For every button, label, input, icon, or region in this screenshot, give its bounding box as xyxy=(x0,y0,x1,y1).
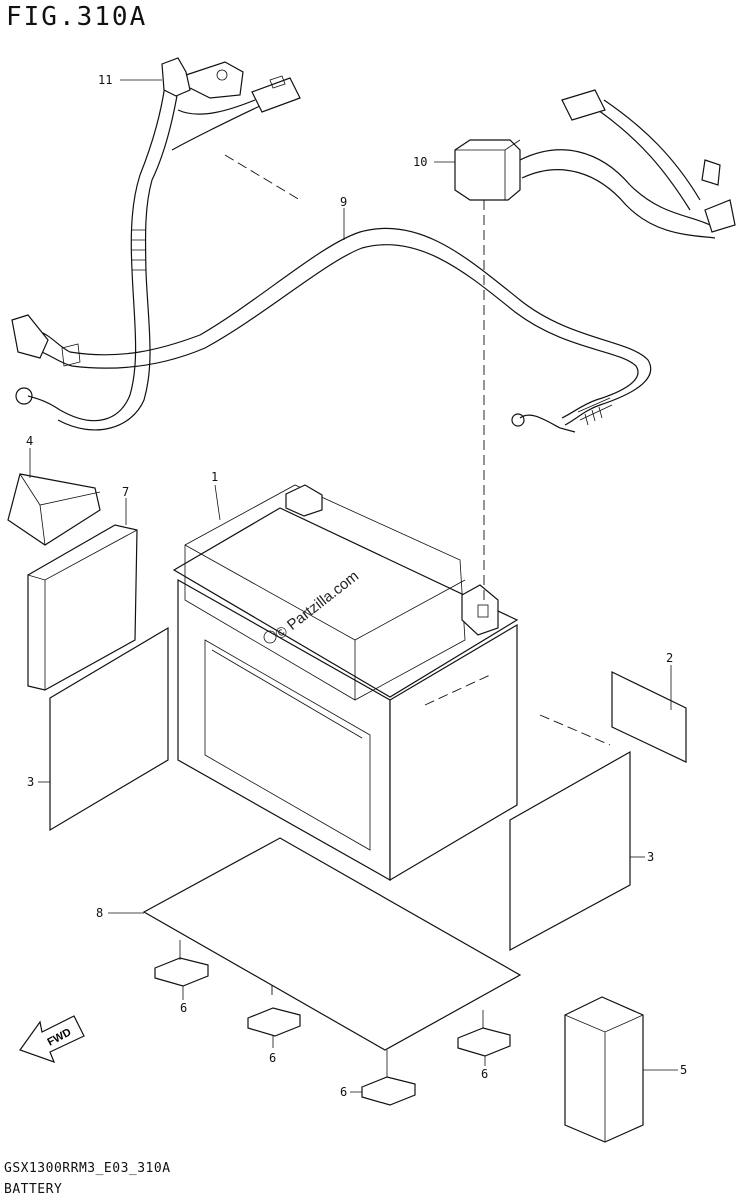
cushion-2 xyxy=(247,1007,301,1037)
starter-relay-assembly xyxy=(454,89,736,239)
callout-4: 4 xyxy=(26,434,33,448)
callout-6c: 6 xyxy=(481,1067,488,1081)
section-name: BATTERY xyxy=(4,1182,63,1197)
callout-5: 5 xyxy=(680,1063,687,1077)
fwd-arrow-icon: FWD xyxy=(19,1015,85,1064)
battery-holder-block xyxy=(564,996,644,1143)
callout-3-left: 3 xyxy=(27,775,34,789)
callout-6a: 6 xyxy=(180,1001,187,1015)
watermark-mark-icon xyxy=(263,630,277,644)
callout-1: 1 xyxy=(211,470,218,484)
model-code: GSX1300RRM3_E03_310A xyxy=(4,1161,171,1176)
callout-2: 2 xyxy=(666,651,673,665)
cushion-set xyxy=(154,957,511,1106)
ground-lead xyxy=(15,57,301,431)
callout-7: 7 xyxy=(122,485,129,499)
tray-pad xyxy=(142,837,522,1051)
figure-title: FIG.310A xyxy=(6,2,148,32)
callout-3-right: 3 xyxy=(647,850,654,864)
leader-label xyxy=(424,674,611,746)
callouts: 1 2 3 3 4 5 6 6 6 6 7 8 9 10 11 xyxy=(26,73,687,1099)
pad-left xyxy=(49,626,169,832)
cushion-4 xyxy=(361,1076,416,1106)
main-cable-harness xyxy=(11,227,652,433)
battery-label-sticker xyxy=(611,671,687,763)
battery-spacer-block xyxy=(27,524,138,691)
callout-11: 11 xyxy=(98,73,112,87)
battery xyxy=(172,484,519,882)
leader-ground xyxy=(224,154,301,201)
callout-8: 8 xyxy=(96,906,103,920)
callout-6b: 6 xyxy=(269,1051,276,1065)
callout-10: 10 xyxy=(413,155,427,169)
cushion-3 xyxy=(457,1027,511,1057)
callout-6d: 6 xyxy=(340,1085,347,1099)
callout-9: 9 xyxy=(340,195,347,209)
pad-right xyxy=(509,750,631,952)
cushion-1 xyxy=(154,957,209,987)
battery-terminal-cap xyxy=(7,473,101,546)
